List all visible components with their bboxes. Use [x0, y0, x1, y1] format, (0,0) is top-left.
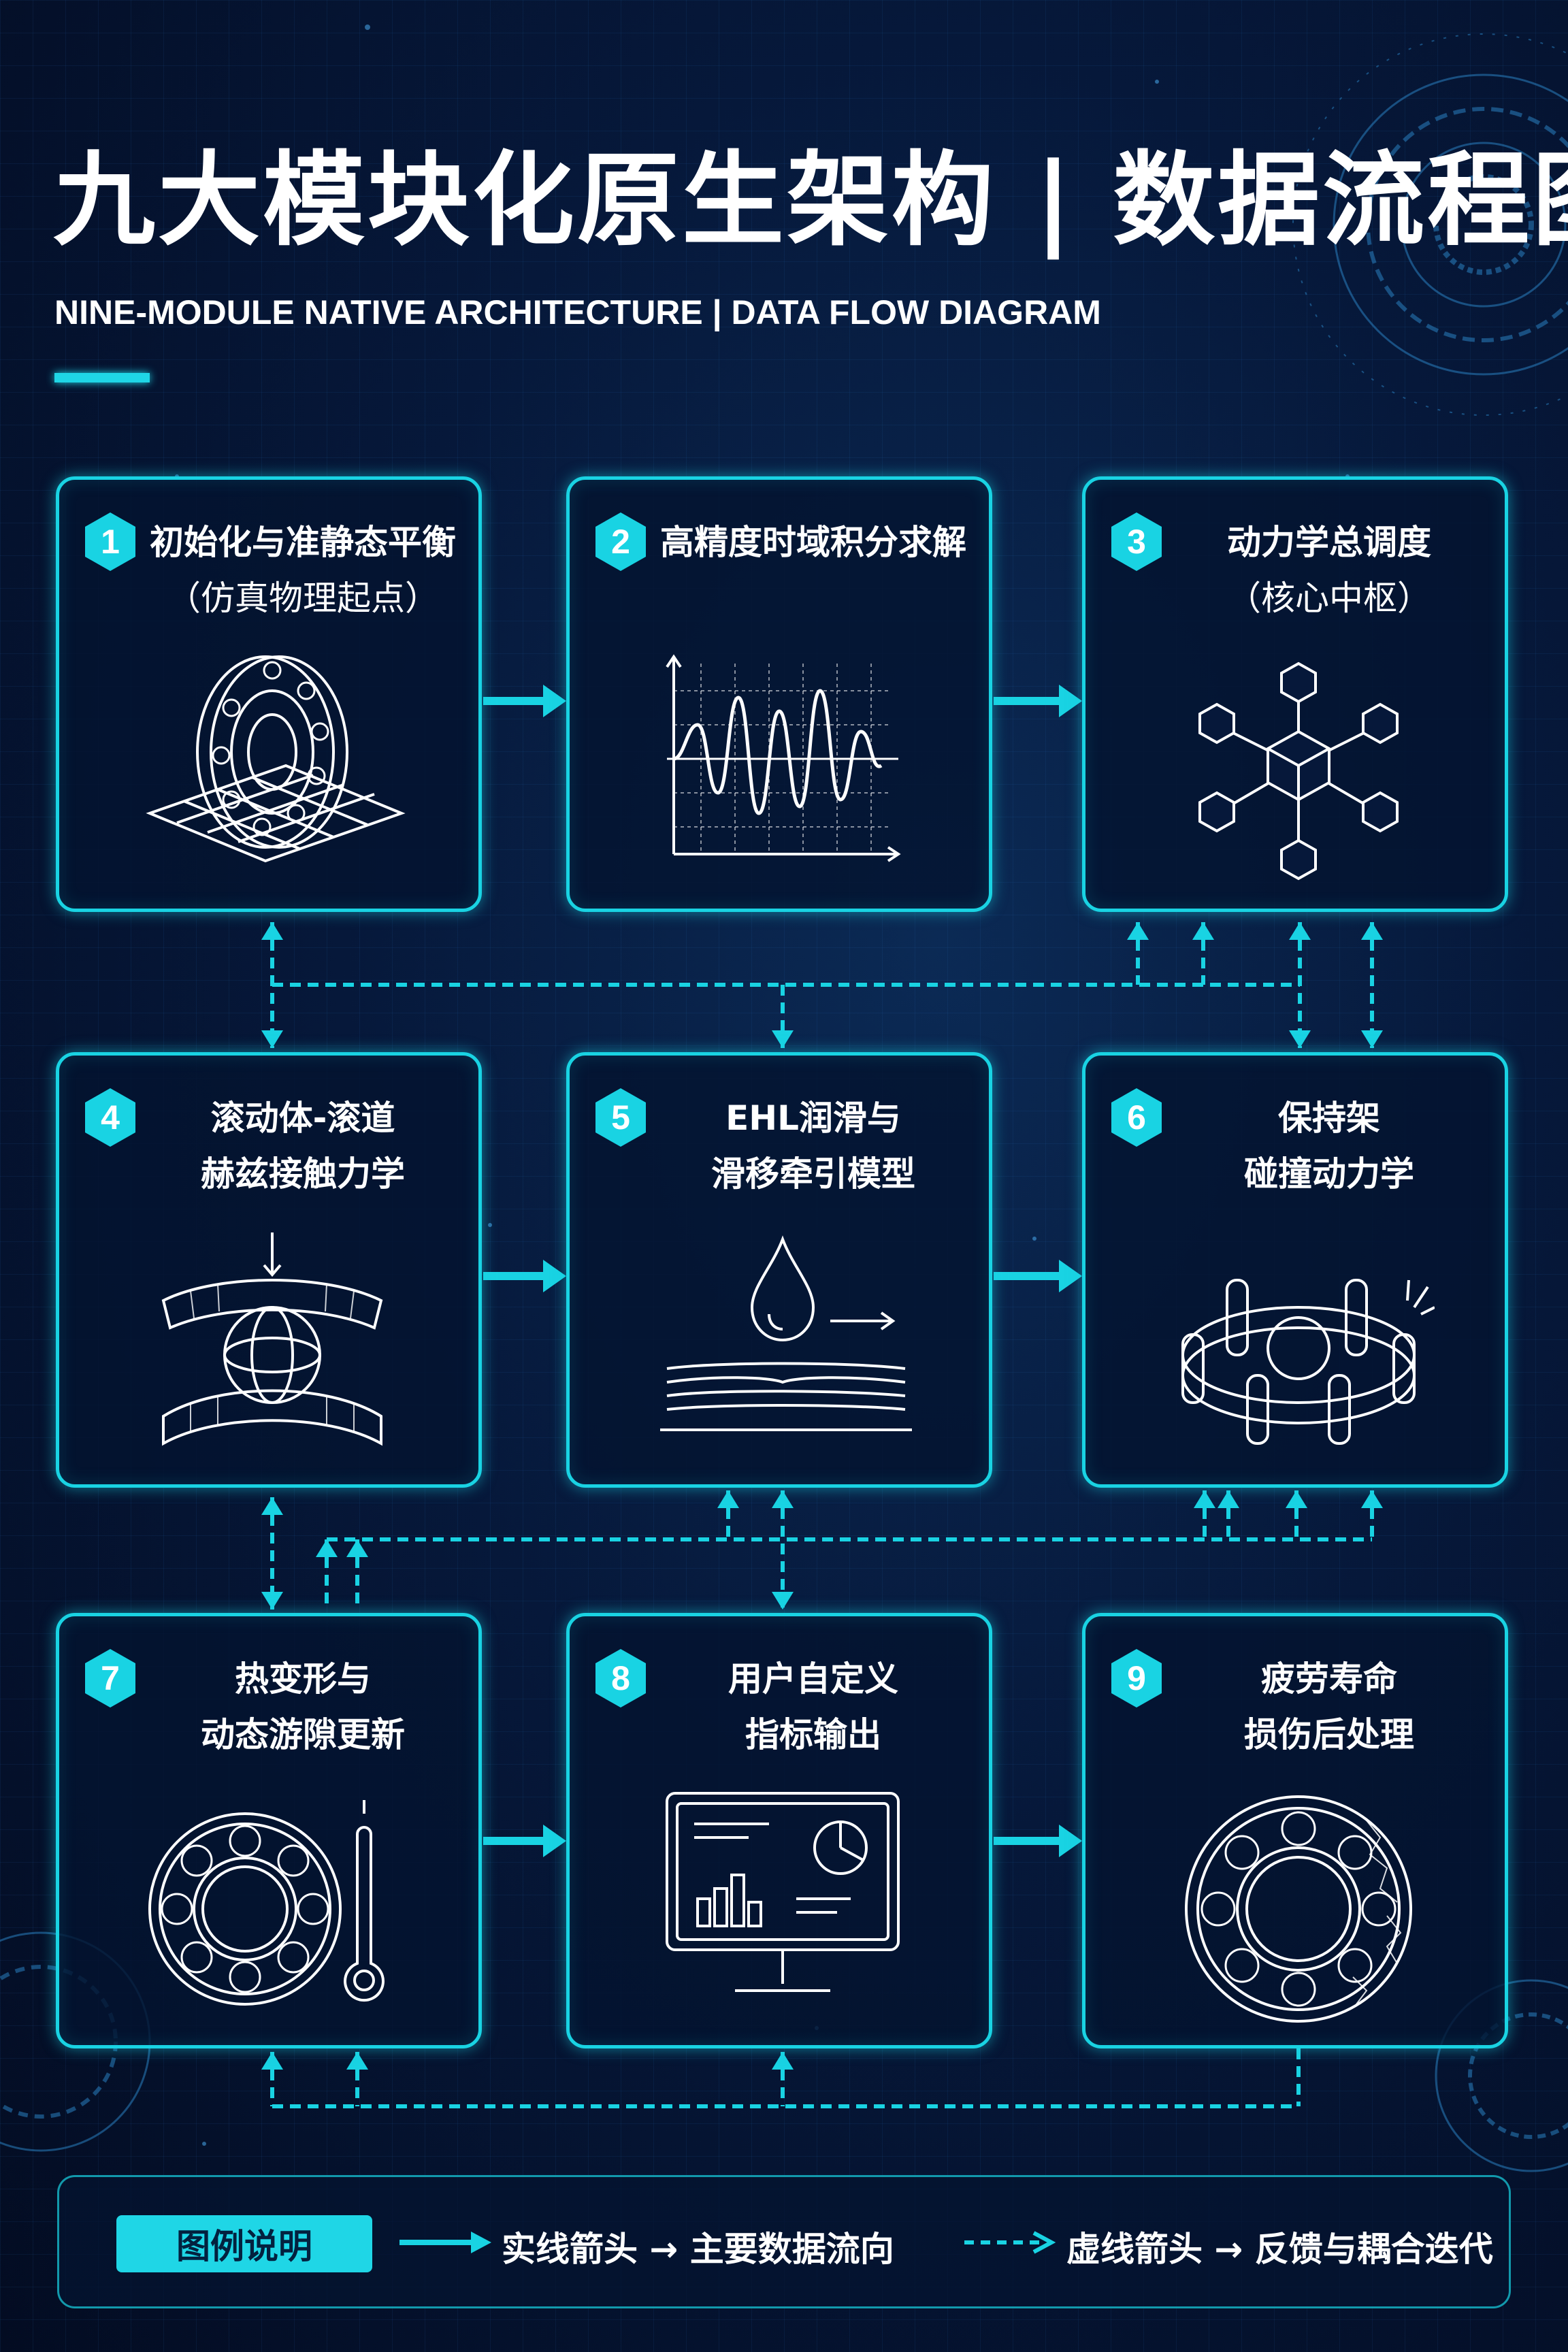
feedback-5-8-head-up	[772, 1490, 794, 1508]
feedback-up-6a-head-up	[1194, 1490, 1215, 1508]
page-subtitle: NINE-MODULE NATIVE ARCHITECTURE | DATA F…	[54, 293, 1101, 331]
cage-collision-icon	[1181, 1279, 1435, 1445]
feedback-3-6b-head-down	[1361, 1030, 1383, 1048]
module-badge: 6	[1110, 1087, 1163, 1148]
module-badge: 9	[1110, 1648, 1163, 1709]
feedback-up-a-head-up	[1127, 922, 1149, 940]
module-8-card[interactable]: 8 用户自定义 指标输出	[566, 1613, 992, 2048]
feedback-3-6-head-down	[1289, 1030, 1311, 1048]
legend-panel: 图例说明 实线箭头 → 主要数据流向 虚线箭头 → 反馈与耦合迭代	[57, 2175, 1511, 2308]
damaged-bearing-icon	[1185, 1795, 1412, 2023]
cube-network-icon	[1198, 662, 1399, 881]
arrow-1-to-2-head	[543, 685, 566, 717]
bearing-on-grid-icon	[146, 655, 406, 863]
legend-tag: 图例说明	[116, 2215, 372, 2272]
feedback-up-b-head-up	[1192, 922, 1214, 940]
module-subtitle: 指标输出	[745, 1715, 881, 1754]
module-5-card[interactable]: 5 EHL润滑与 滑移牵引模型	[566, 1052, 992, 1488]
module-title: 初始化与准静态平衡	[150, 523, 456, 562]
solid-arrow-icon	[399, 2232, 491, 2253]
arrow-2-to-3-head	[1059, 685, 1082, 717]
module-title: 疲劳寿命	[1261, 1659, 1397, 1699]
arrow-4-to-5-head	[543, 1260, 566, 1292]
feedback-5-8-head-down	[772, 1592, 794, 1610]
page-title: 九大模块化原生架构 | 数据流程图	[53, 142, 1568, 260]
waveform-chart-icon	[666, 654, 901, 862]
module-badge: 8	[594, 1648, 647, 1709]
module-badge: 1	[84, 511, 137, 572]
legend-dashed-text: 虚线箭头 → 反馈与耦合迭代	[1066, 2230, 1493, 2269]
feedback-3-5-head-down	[772, 1030, 794, 1048]
bearing-thermometer-icon	[148, 1800, 385, 2006]
feedback-3-1-head-up	[261, 922, 283, 940]
arrow-5-to-6-head	[1059, 1260, 1082, 1292]
module-badge: 2	[594, 511, 647, 572]
module-6-card[interactable]: 6 保持架 碰撞动力学	[1082, 1052, 1508, 1488]
module-1-card[interactable]: 1 初始化与准静态平衡 （仿真物理起点）	[56, 476, 482, 912]
module-title: 动力学总调度	[1227, 523, 1431, 562]
module-9-card[interactable]: 9 疲劳寿命 损伤后处理	[1082, 1613, 1508, 2048]
feedback-bus-to-7b-head-up	[346, 1539, 368, 1557]
module-badge: 3	[1110, 511, 1163, 572]
arrow-7-to-8-head	[543, 1825, 566, 1857]
module-title: 保持架	[1278, 1098, 1380, 1138]
module-badge: 4	[84, 1087, 137, 1148]
ball-raceway-contact-icon	[161, 1232, 383, 1446]
module-title: 高精度时域积分求解	[660, 523, 966, 562]
oil-drop-film-icon	[660, 1235, 912, 1431]
module-4-card[interactable]: 4 滚动体-滚道 赫兹接触力学	[56, 1052, 482, 1488]
module-3-card[interactable]: 3 动力学总调度 （核心中枢）	[1082, 476, 1508, 912]
feedback-up-6d-head-up	[1361, 1490, 1383, 1508]
module-2-card[interactable]: 2 高精度时域积分求解	[566, 476, 992, 912]
feedback-4-7-head-up	[261, 1497, 283, 1515]
dashed-arrow-icon	[964, 2231, 1056, 2254]
module-subtitle: （核心中枢）	[1227, 578, 1431, 618]
module-subtitle: 损伤后处理	[1244, 1715, 1414, 1754]
feedback-up-6b-head-up	[1218, 1490, 1239, 1508]
legend-solid-text: 实线箭头 → 主要数据流向	[502, 2230, 894, 2269]
module-title: EHL润滑与	[725, 1098, 901, 1138]
module-title: 滚动体-滚道	[210, 1098, 395, 1138]
feedback-3-1-head-down	[261, 1030, 283, 1048]
module-subtitle: 动态游隙更新	[201, 1715, 405, 1754]
feedback-3-6-head-up	[1289, 922, 1311, 940]
module-badge: 7	[84, 1648, 137, 1709]
module-subtitle: 赫兹接触力学	[201, 1154, 405, 1194]
title-accent-bar	[54, 373, 150, 382]
feedback-3-6b-head-up	[1361, 922, 1383, 940]
monitor-dashboard-icon	[666, 1792, 900, 1992]
module-title: 热变形与	[235, 1659, 371, 1699]
feedback-to-7-head-up	[261, 2052, 283, 2070]
feedback-up-5a-head-up	[717, 1490, 739, 1508]
feedback-to-7b-head-up	[346, 2052, 368, 2070]
feedback-to-8-head-up	[772, 2052, 794, 2070]
module-subtitle: 滑移牵引模型	[711, 1154, 915, 1194]
module-subtitle: （仿真物理起点）	[167, 578, 439, 618]
module-7-card[interactable]: 7 热变形与 动态游隙更新	[56, 1613, 482, 2048]
module-title: 用户自定义	[728, 1659, 898, 1699]
feedback-up-6c-head-up	[1286, 1490, 1307, 1508]
module-subtitle: 碰撞动力学	[1244, 1154, 1414, 1194]
arrow-8-to-9-head	[1059, 1825, 1082, 1857]
feedback-4-7-head-down	[261, 1592, 283, 1610]
module-badge: 5	[594, 1087, 647, 1148]
feedback-bus-to-7a-head-up	[316, 1539, 338, 1557]
